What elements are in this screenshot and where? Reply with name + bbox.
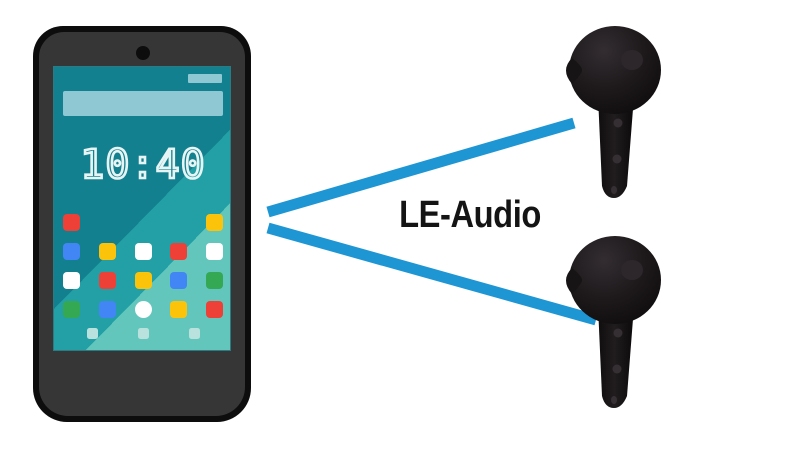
app-icon-white-circle[interactable] xyxy=(134,300,152,318)
app-row-2 xyxy=(54,238,230,264)
app-icon-blue[interactable] xyxy=(98,300,116,318)
app-icon-empty xyxy=(170,214,187,231)
earbud-speaker-dimple xyxy=(621,260,643,280)
app-row-1 xyxy=(54,209,230,235)
app-cell xyxy=(161,296,197,322)
app-icon-yellow[interactable] xyxy=(98,242,116,260)
earbud-tip xyxy=(566,58,582,84)
app-cell xyxy=(90,296,126,322)
app-cell xyxy=(161,238,197,264)
app-cell xyxy=(196,296,230,322)
clock-text: 10:40 xyxy=(79,142,206,188)
earbud-stem xyxy=(598,96,634,198)
app-cell xyxy=(90,267,126,293)
earbud-speaker-dimple xyxy=(621,50,643,70)
app-row-4 xyxy=(54,296,230,322)
dock-item[interactable] xyxy=(188,328,200,339)
app-cell xyxy=(125,267,161,293)
app-cell xyxy=(125,296,161,322)
app-icon-white[interactable] xyxy=(205,242,223,260)
app-cell xyxy=(54,238,90,264)
app-icon-green[interactable] xyxy=(205,271,223,289)
app-cell xyxy=(161,267,197,293)
earbud-mic-port xyxy=(611,396,617,404)
app-cell xyxy=(90,238,126,264)
app-cell xyxy=(125,238,161,264)
app-icon-white[interactable] xyxy=(134,242,152,260)
earbud-tip xyxy=(566,268,582,294)
earbud-sensor-dot xyxy=(612,364,622,374)
earbud-bud xyxy=(569,26,661,114)
dock-row xyxy=(54,328,230,342)
earbud-sensor-dot xyxy=(612,154,622,164)
app-icon-yellow[interactable] xyxy=(205,213,223,231)
app-cell xyxy=(196,267,230,293)
app-icon-yellow[interactable] xyxy=(134,271,152,289)
app-icon-empty xyxy=(99,214,116,231)
connection-line-bottom xyxy=(266,222,598,326)
app-icon-yellow[interactable] xyxy=(170,300,188,318)
search-widget-bar[interactable] xyxy=(63,91,223,116)
app-cell xyxy=(196,209,230,235)
dock-item[interactable] xyxy=(137,328,149,339)
app-row-3 xyxy=(54,267,230,293)
app-icon-white[interactable] xyxy=(63,271,81,289)
app-icon-green[interactable] xyxy=(63,300,81,318)
earbud-mic-port xyxy=(611,186,617,194)
lockscreen-clock: 10:40 xyxy=(54,142,230,188)
dock-item[interactable] xyxy=(86,328,98,339)
app-icon-blue[interactable] xyxy=(63,242,81,260)
app-icon-red[interactable] xyxy=(63,213,81,231)
app-cell xyxy=(161,209,197,235)
earbud-sensor-dot xyxy=(613,118,623,128)
app-icon-blue[interactable] xyxy=(170,271,188,289)
earbud-stem xyxy=(598,306,634,408)
app-icon-red[interactable] xyxy=(170,242,188,260)
app-cell xyxy=(54,209,90,235)
earbud-sensor-dot xyxy=(613,328,623,338)
smartphone[interactable]: 10:40 xyxy=(33,26,251,422)
app-icon-red[interactable] xyxy=(98,271,116,289)
earbud-bottom[interactable] xyxy=(552,228,692,428)
app-icon-red[interactable] xyxy=(205,300,223,318)
app-cell xyxy=(54,296,90,322)
app-icon-empty xyxy=(135,214,152,231)
app-cell xyxy=(125,209,161,235)
le-audio-label: LE-Audio xyxy=(399,194,541,236)
app-cell xyxy=(54,267,90,293)
status-bar-indicator xyxy=(188,74,222,83)
earbud-top[interactable] xyxy=(552,18,692,218)
front-camera-icon xyxy=(136,46,150,60)
app-cell xyxy=(196,238,230,264)
app-icon-grid xyxy=(54,209,230,322)
app-cell xyxy=(90,209,126,235)
phone-screen[interactable]: 10:40 xyxy=(53,66,231,351)
earbud-bud xyxy=(569,236,661,324)
